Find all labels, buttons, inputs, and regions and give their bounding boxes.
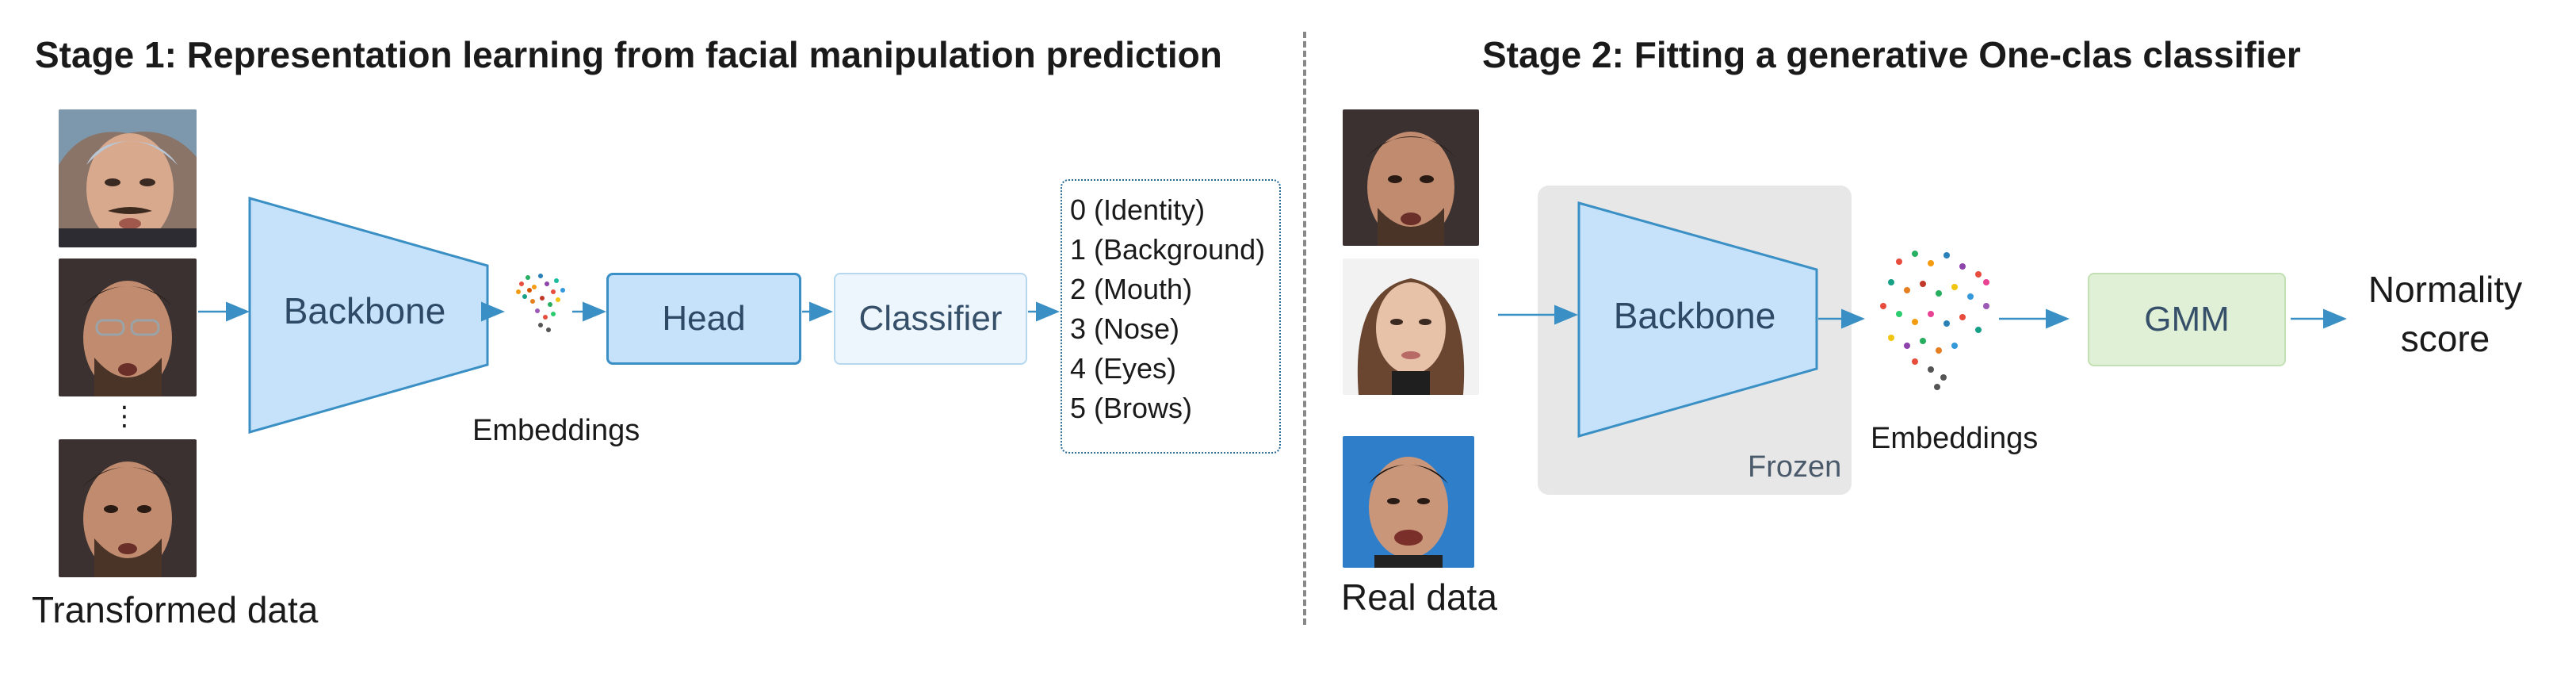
stage1-backbone-shape: [248, 197, 489, 434]
class-label-identity: 0 (Identity): [1070, 193, 1206, 226]
stage2-backbone-label: Backbone: [1614, 295, 1776, 336]
classifier-label: Classifier: [858, 299, 1003, 338]
normality-score-line1: Normality: [2368, 269, 2523, 310]
stage2-embeddings-label: Embeddings: [1871, 422, 2039, 455]
gmm-label: GMM: [2144, 300, 2230, 339]
head-box: Head: [606, 273, 801, 365]
stage1-backbone-label: Backbone: [284, 290, 446, 331]
class-label-nose: 3 (Nose): [1070, 312, 1180, 345]
normality-score-line2: score: [2400, 318, 2490, 359]
real-face-thumbnail-2: [1343, 258, 1479, 395]
face-thumbnail-2: [59, 258, 197, 396]
stage2-backbone-shape: [1577, 201, 1818, 438]
classifier-box: Classifier: [834, 273, 1027, 365]
class-label-background: 1 (Background): [1070, 233, 1266, 266]
stage1-embeddings-scatter: [516, 274, 565, 332]
stage1-diagram: Backbone: [198, 197, 1060, 434]
real-face-thumbnail-1: [1343, 109, 1479, 246]
stage1-title: Stage 1: Representation learning from fa…: [35, 34, 1222, 75]
class-label-list: 0 (Identity) 1 (Background) 2 (Mouth) 3 …: [1061, 179, 1281, 454]
ellipsis: ⋮: [111, 401, 138, 431]
real-data-caption: Real data: [1341, 576, 1497, 618]
real-face-thumbnail-3: [1343, 436, 1474, 568]
normality-score-output: Normality score: [2346, 265, 2544, 363]
class-label-brows: 5 (Brows): [1070, 392, 1193, 424]
stage2-diagram: Backbone: [1498, 201, 2347, 438]
gmm-box: GMM: [2088, 273, 2286, 366]
transformed-data-caption: Transformed data: [32, 589, 319, 630]
stage-divider: [1303, 32, 1306, 625]
face-thumbnail-1: [59, 109, 197, 247]
class-label-eyes: 4 (Eyes): [1070, 352, 1177, 385]
class-label-mouth: 2 (Mouth): [1070, 273, 1193, 305]
stage2-title: Stage 2: Fitting a generative One-clas c…: [1482, 34, 2301, 75]
stage1-embeddings-label: Embeddings: [472, 414, 640, 447]
face-thumbnail-3: [59, 439, 197, 577]
head-label: Head: [662, 299, 746, 338]
stage2-embeddings-scatter: [1880, 251, 1989, 390]
frozen-label: Frozen: [1748, 450, 1842, 484]
